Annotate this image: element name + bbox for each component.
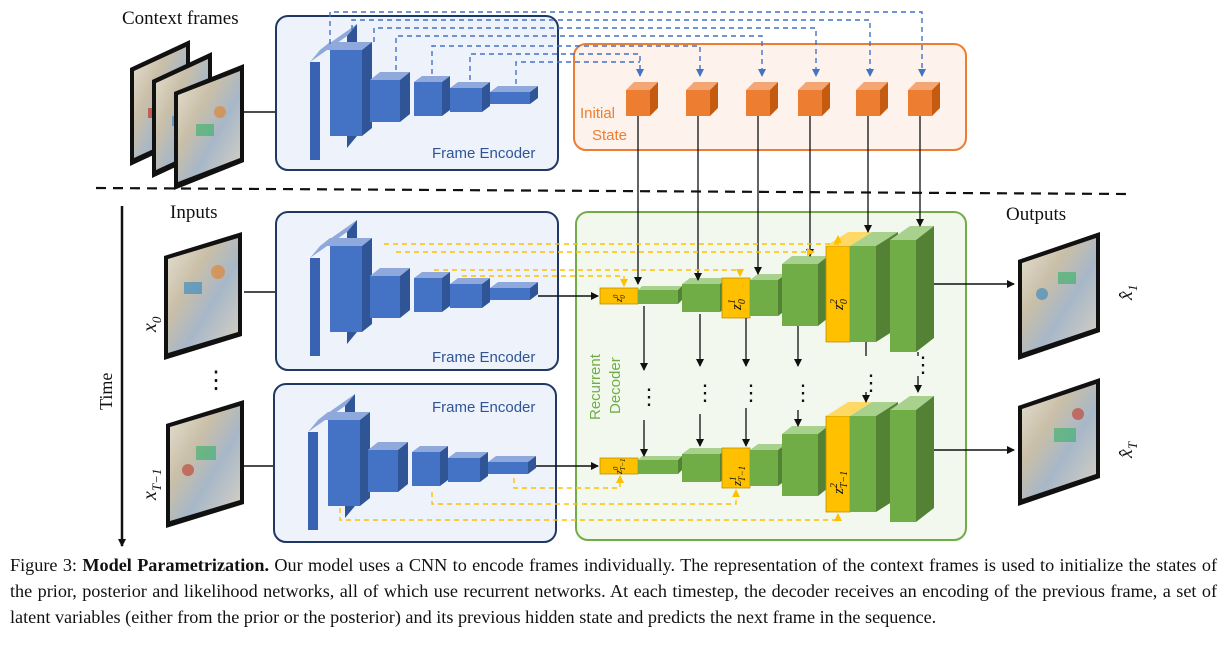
output-frame-T <box>1018 378 1100 506</box>
svg-text:⋮: ⋮ <box>694 380 716 405</box>
frame-encoder-label-top: Frame Encoder <box>432 145 535 162</box>
svg-text:z00: z00 <box>612 294 627 303</box>
caption-text: Our model uses a CNN to encode frames in… <box>10 555 1217 627</box>
svg-text:z0T−1: z0T−1 <box>612 458 627 475</box>
svg-text:⋮: ⋮ <box>912 352 934 377</box>
encoder-to-state-dashed <box>329 11 926 84</box>
caption-label: Figure 3: <box>10 555 77 575</box>
xT-1-label: xT−1 <box>139 469 164 501</box>
decoder-recurrence-arrows <box>640 306 922 457</box>
input-frame-0 <box>164 232 242 360</box>
svg-text:z10: z10 <box>727 299 748 311</box>
decoder-row-0 <box>599 226 934 352</box>
model-diagram: Context frames Frame Encoder <box>95 8 1140 547</box>
recurrent-decoder-label: Recurrent Decoder <box>587 353 624 420</box>
frame-encoder-label-bottom: Frame Encoder <box>432 399 535 416</box>
svg-text:Decoder: Decoder <box>607 357 624 414</box>
input-frame-T-1 <box>166 400 244 528</box>
svg-text:z1T−1: z1T−1 <box>728 466 747 487</box>
caption-title: Model Parametrization. <box>82 555 269 575</box>
inputs-vdots: ⋮ <box>204 367 228 394</box>
xhatT-label: x̂T <box>1115 441 1140 459</box>
encoder-layers-mid <box>310 220 538 356</box>
svg-text:x0: x0 <box>139 316 164 333</box>
svg-text:z2T−1: z2T−1 <box>829 471 850 495</box>
svg-text:⋮: ⋮ <box>860 370 882 395</box>
initial-state-label-1: Initial <box>580 105 615 122</box>
inputs-label: Inputs <box>170 202 218 223</box>
svg-text:x̂T: x̂T <box>1115 441 1140 459</box>
x0-label: x0 <box>139 316 164 333</box>
output-frame-1 <box>1018 232 1100 360</box>
context-frames-label: Context frames <box>122 8 239 29</box>
latent-z20: z20 <box>829 299 850 311</box>
section-separator <box>95 186 1129 196</box>
latent-z10: z10 <box>727 299 748 311</box>
initial-state-label-2: State <box>592 127 627 144</box>
svg-text:⋮: ⋮ <box>638 384 660 409</box>
latent-z00: z00 <box>612 294 627 303</box>
latent-z1T: z1T−1 <box>728 466 747 487</box>
svg-text:z20: z20 <box>829 299 850 311</box>
encoder-layers-bottom <box>308 394 536 530</box>
frame-encoder-label-mid: Frame Encoder <box>432 349 535 366</box>
svg-text:⋮: ⋮ <box>792 380 814 405</box>
svg-text:Recurrent: Recurrent <box>587 353 604 420</box>
svg-text:xT−1: xT−1 <box>139 469 164 501</box>
context-frames-stack <box>130 40 244 190</box>
skip-connections-row0 <box>384 235 842 287</box>
figure-caption: Figure 3: Model Parametrization. Our mod… <box>10 552 1217 630</box>
svg-text:x̂1: x̂1 <box>1115 285 1140 301</box>
encoder-layers-top <box>310 24 538 160</box>
decoder-vdots: ⋮ ⋮ ⋮ ⋮ ⋮ ⋮ <box>638 352 934 409</box>
svg-text:⋮: ⋮ <box>740 380 762 405</box>
latent-z2T: z2T−1 <box>829 471 850 495</box>
xhat1-label: x̂1 <box>1115 285 1140 301</box>
decoder-row-T-1 <box>599 396 934 522</box>
skip-connections-rowT <box>339 475 842 521</box>
initial-state-cubes <box>626 82 940 116</box>
latent-z0T: z0T−1 <box>612 458 627 475</box>
outputs-label: Outputs <box>1006 204 1066 225</box>
time-label: Time <box>96 373 116 410</box>
